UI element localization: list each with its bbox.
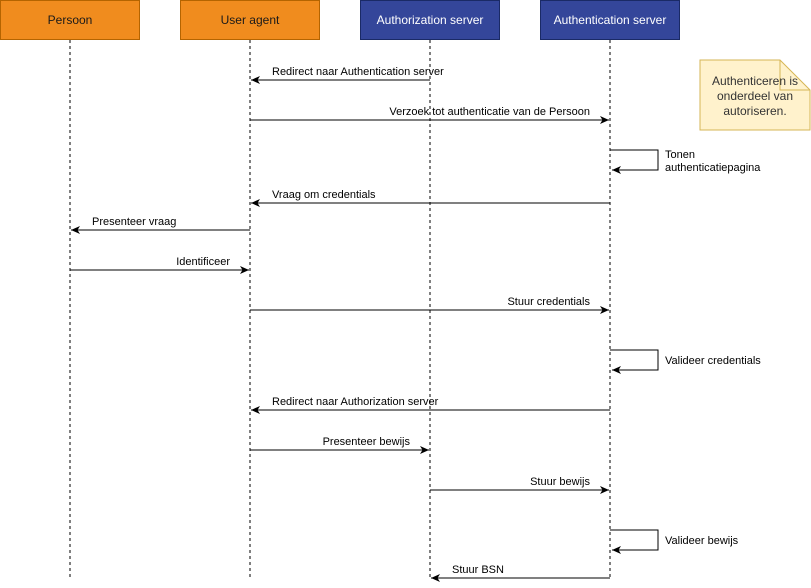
message-label: Verzoek tot authenticatie van de Persoon (389, 106, 590, 118)
message-label: Presenteer bewijs (323, 436, 411, 448)
message-label: Stuur credentials (507, 296, 590, 308)
message: Verzoek tot authenticatie van de Persoon (250, 106, 609, 124)
note-fold (779, 60, 810, 91)
message: Presenteer bewijs (250, 436, 429, 454)
actor-authz: Authorization server (360, 0, 500, 40)
message-label: Stuur bewijs (530, 476, 590, 488)
message-label: Presenteer vraag (92, 216, 176, 228)
message: Redirect naar Authentication server (251, 66, 444, 84)
message: Valideer bewijs (610, 529, 739, 554)
actor-label-persoon: Persoon (48, 13, 93, 27)
message: Redirect naar Authorization server (251, 396, 610, 414)
message-label: Redirect naar Authorization server (272, 396, 439, 408)
message: Stuur credentials (250, 296, 609, 314)
actor-box-useragent (180, 0, 320, 40)
message: Vraag om credentials (251, 189, 610, 207)
message-label: Stuur BSN (452, 564, 504, 576)
actor-label-useragent: User agent (221, 13, 280, 27)
message-label: Redirect naar Authentication server (272, 66, 444, 78)
message-label: Identificeer (176, 256, 230, 268)
actors: Persoon User agent Authorization server Aut… (0, 0, 680, 40)
actor-label-authn: Authentication server (554, 13, 667, 27)
lifelines (69, 40, 611, 578)
actor-box-authz (360, 0, 500, 40)
actor-persoon: Persoon (0, 0, 140, 40)
message: Identificeer (70, 256, 249, 274)
self-message-arrow (610, 149, 659, 174)
actor-label-authz: Authorization server (377, 13, 484, 27)
actor-useragent: User agent (180, 0, 320, 40)
message: Presenteer vraag (71, 216, 250, 234)
message: Stuur BSN (431, 564, 610, 582)
self-message-arrow (610, 349, 659, 374)
message-label: Valideer bewijs (665, 535, 739, 547)
messages: Redirect naar Authentication serverVerzo… (70, 66, 761, 582)
message: Valideer credentials (610, 349, 761, 374)
actor-box-authn (540, 0, 680, 40)
message: Stuur bewijs (430, 476, 609, 494)
message-label: Valideer credentials (665, 355, 761, 367)
message-label: Vraag om credentials (272, 189, 376, 201)
actor-box-persoon (0, 0, 140, 40)
actor-authn: Authentication server (540, 0, 680, 40)
note-shape (699, 59, 811, 131)
self-message-arrow (610, 529, 659, 554)
